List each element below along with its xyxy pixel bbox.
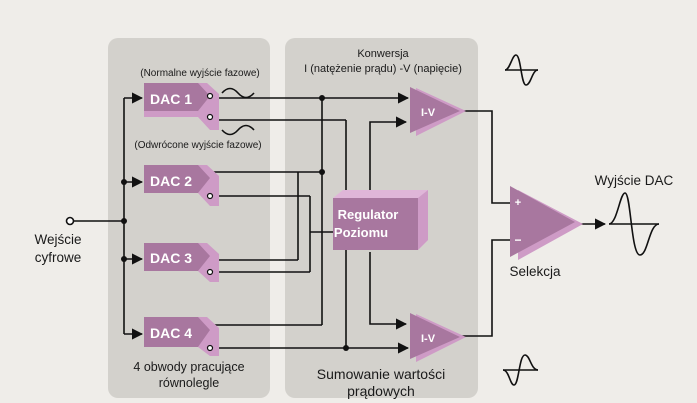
input-bus-wiring [74,92,144,340]
dac-4-label: DAC 4 [150,325,192,341]
dac-block-3: DAC 3 [144,243,219,282]
small-sine-wave-icon [221,87,255,99]
input-label-line2: cyfrowe [35,250,82,265]
selection-amplifier: + − [510,186,583,260]
dac-3-label: DAC 3 [150,250,192,266]
output-label: Wyjście DAC [595,173,674,188]
iv-converter-bottom: I-V [410,313,466,362]
amp-plus-sign: + [515,197,521,209]
current-summing-caption: Sumowanie wartości [317,366,445,382]
regulator-label-line2: Poziomu [334,225,388,240]
parallel-circuits-panel [108,38,270,398]
parallel-circuits-caption: 4 obwody pracujące [133,360,244,374]
iv-bottom-label: I-V [421,333,436,345]
dac-2-label: DAC 2 [150,173,192,189]
current-summing-caption-line2: prądowych [347,383,415,399]
selection-label: Selekcja [509,264,561,279]
dac-1-label: DAC 1 [150,91,192,107]
input-label: Wejście [34,232,81,247]
conversion-label: Konwersja [357,48,409,60]
dac-block-2: DAC 2 [144,165,219,206]
iv-top-label: I-V [421,107,436,119]
output-sine-wave-icon [608,192,660,256]
top-sine-wave-icon [504,54,539,86]
normal-phase-bus-wiring [212,92,410,326]
amp-minus-sign: − [514,233,521,247]
conversion-sublabel: I (natężenie prądu) -V (napięcie) [304,63,462,75]
parallel-circuits-caption-line2: równolegle [159,376,220,390]
input-terminal [65,216,75,226]
regulator-label: Regulator [338,207,399,222]
normal-phase-label: (Normalne wyjście fazowe) [140,68,259,79]
regulator-control-wiring [369,116,408,330]
inverted-phase-label: (Odwrócone wyjście fazowe) [134,140,261,151]
bottom-inverted-sine-wave-icon [502,354,539,386]
dac-block-1: DAC 1 [144,83,219,130]
level-regulator-block: Regulator Poziomu [333,190,428,250]
dac-block-4: DAC 4 [144,317,219,356]
iv-converter-top: I-V [410,87,466,136]
small-inverted-sine-wave-icon [221,124,255,136]
